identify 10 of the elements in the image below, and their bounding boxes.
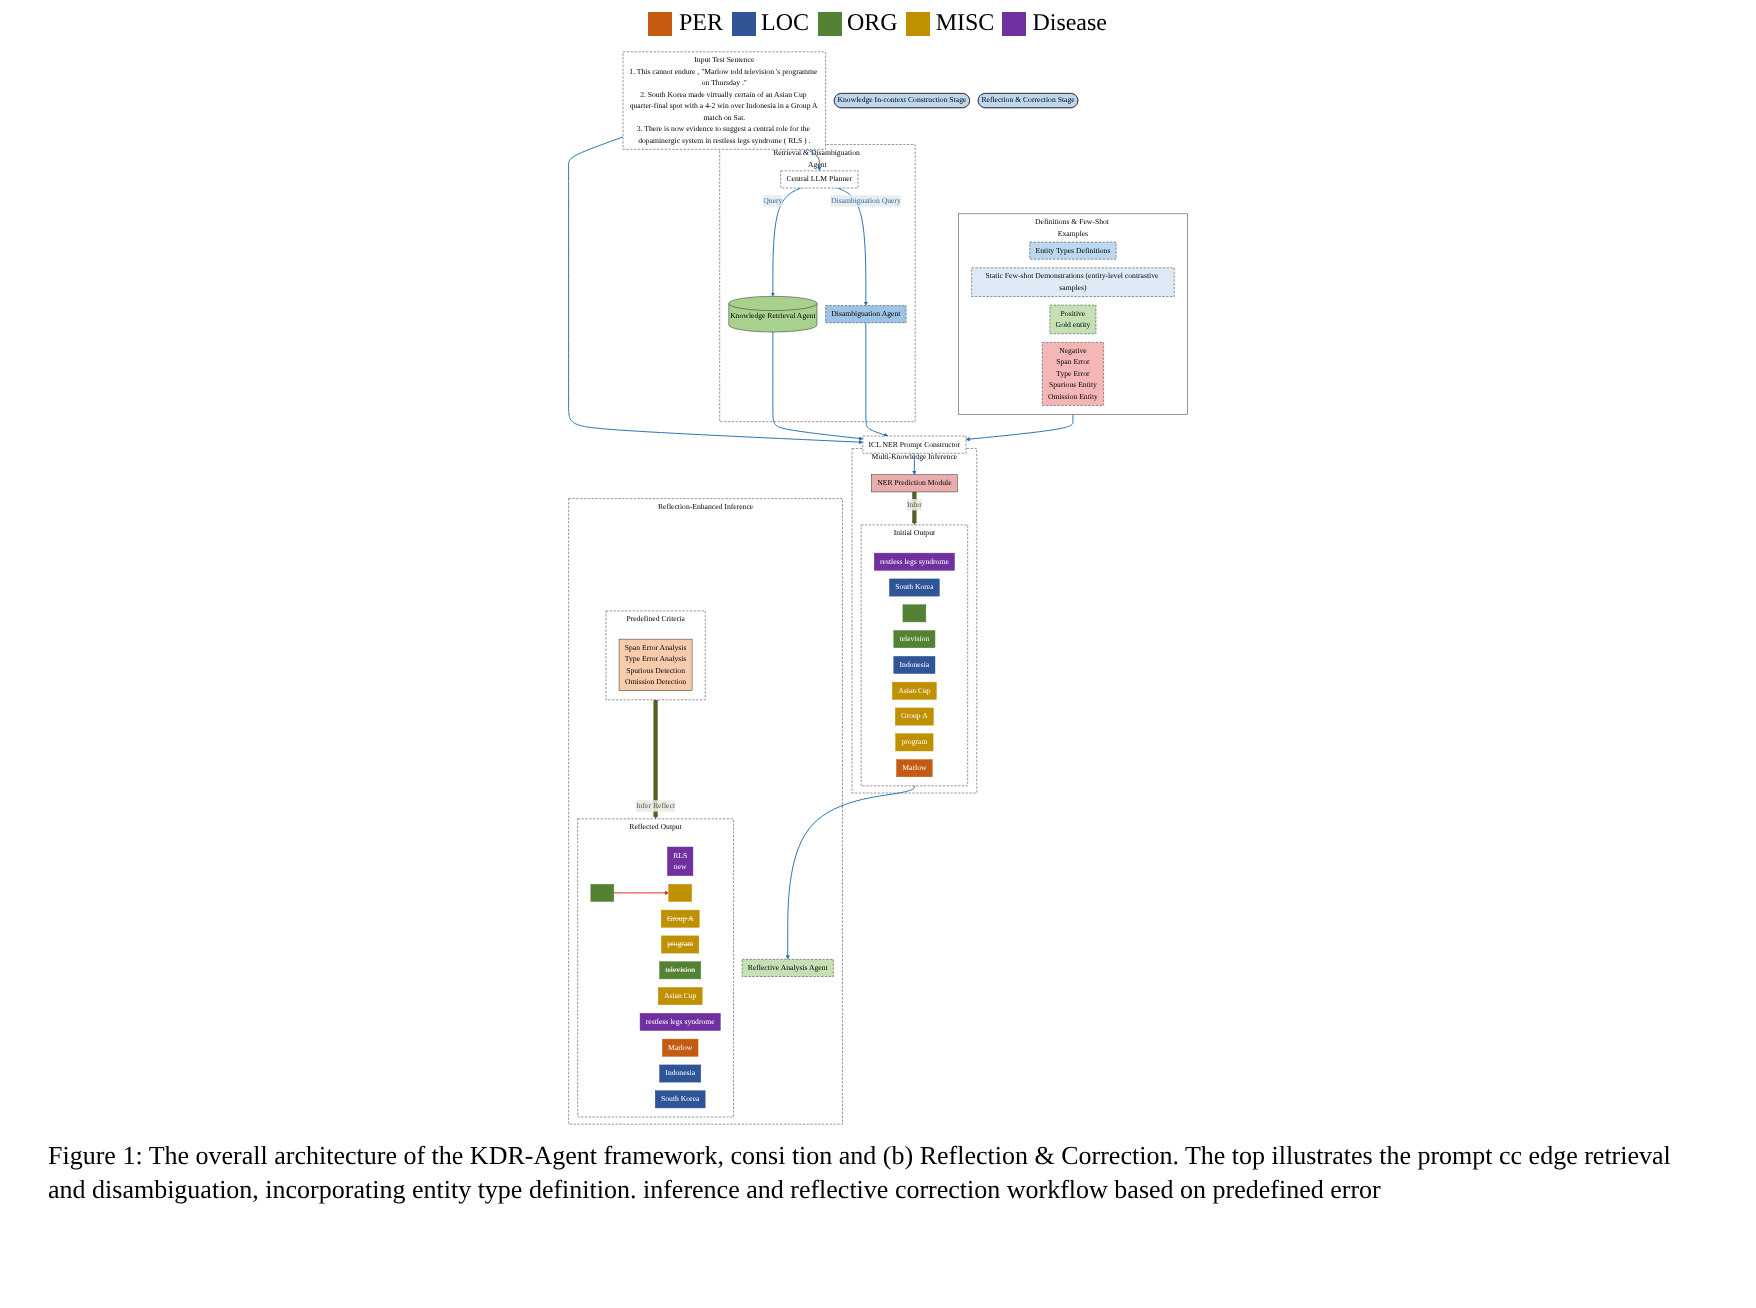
legend-label: ORG [847, 8, 898, 38]
node-box [668, 884, 692, 902]
node-box [590, 884, 614, 902]
node-box [902, 604, 927, 623]
legend-label: Disease [1032, 8, 1108, 38]
legend-label: MISC [935, 8, 995, 38]
figure-caption: Figure 1: The overall architecture of the KDR-Agent framework, consi tion and (b) Reflection & Correction. The top illustrates the prompt cc edge retrieval and disambiguation, incorporating entity type definition. inference and reflective correction workflow based on predefined error [48, 1140, 1673, 1208]
legend-label: LOC [761, 8, 809, 38]
legend-label: PER [678, 8, 723, 38]
arrow [653, 699, 658, 819]
